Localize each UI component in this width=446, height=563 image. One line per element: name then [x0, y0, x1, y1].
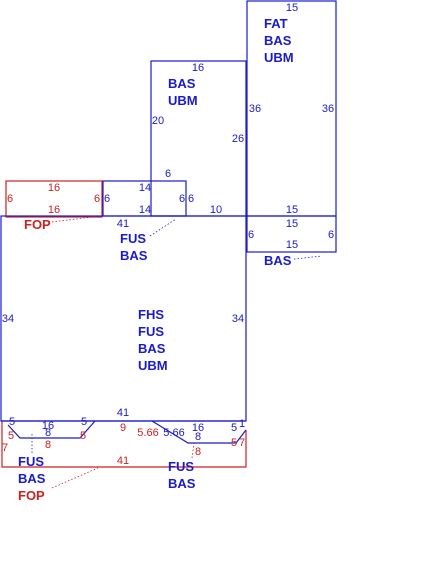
- small-dim-right: 6: [179, 193, 185, 205]
- lbay-d5a: 5: [9, 416, 15, 428]
- lower-left-label-1: FUS: [18, 454, 44, 469]
- lower-right-label-2: BAS: [168, 476, 196, 491]
- lbay-d9: 9: [120, 422, 126, 434]
- lbay-d16: 16: [42, 420, 54, 432]
- left-bay-outline: [7, 420, 96, 439]
- lower-right-leader: [191, 442, 195, 459]
- lbay-d5c: 5: [8, 430, 14, 442]
- small-dim-bottom: 14: [139, 204, 151, 216]
- main-dim-left: 34: [2, 313, 14, 325]
- lower-left-label-2: BAS: [18, 471, 46, 486]
- fus-bas-leader: [149, 218, 177, 237]
- front-porch-outline: [5, 180, 103, 218]
- small-dim-top: 14: [139, 182, 151, 194]
- lower-porch-outline: [1, 421, 247, 468]
- lower-left-label-3: FOP: [18, 488, 45, 503]
- upper-label-1: BAS: [168, 76, 196, 91]
- lbay-d8b: 8: [45, 439, 51, 451]
- main-dim-bottom: 41: [117, 407, 129, 419]
- fat-dim-left: 36: [249, 103, 261, 115]
- upper-label-2: UBM: [168, 93, 198, 108]
- fus-label-2: BAS: [120, 248, 148, 263]
- main-dim-right: 34: [232, 313, 244, 325]
- rbay-d8a: 8: [195, 431, 201, 443]
- main-label-4: UBM: [138, 358, 168, 373]
- lbay-d5d: 5: [80, 430, 86, 442]
- rbas-dim-right: 6: [328, 229, 334, 241]
- rbay-d7: 7: [239, 437, 245, 449]
- fop-dim-left: 6: [7, 193, 13, 205]
- small-dim-left: 6: [104, 193, 110, 205]
- fop-leader: [51, 216, 93, 223]
- fat-dim-bottom: 15: [286, 204, 298, 216]
- upper-dim-right: 26: [232, 133, 244, 145]
- rbas-dim-bottom: 15: [286, 239, 298, 251]
- main-label-2: FUS: [138, 324, 164, 339]
- fat-label-3: UBM: [264, 50, 294, 65]
- main-body-outline: [0, 215, 247, 422]
- fus-label-1: FUS: [120, 231, 146, 246]
- lower-right-label-1: FUS: [168, 459, 194, 474]
- right-bay-outline: [151, 420, 247, 444]
- rbay-d5b: 5: [231, 437, 237, 449]
- rbay-d566b: 5.66: [163, 427, 184, 439]
- fat-label-1: FAT: [264, 16, 288, 31]
- fat-dim-top: 15: [286, 2, 298, 14]
- fop-dim-right: 6: [94, 193, 100, 205]
- lbay-d5b: 5: [81, 416, 87, 428]
- upper-dim-step: 6: [165, 168, 171, 180]
- lbay-d8a: 8: [45, 427, 51, 439]
- lbay-d7: 7: [2, 442, 8, 454]
- rbay-d1: 1: [239, 418, 245, 430]
- fop-dim-top: 16: [48, 182, 60, 194]
- main-label-3: BAS: [138, 341, 166, 356]
- right-bas-outline: [246, 215, 337, 253]
- upper-dim-top: 16: [192, 62, 204, 74]
- rbay-d5a: 5: [231, 422, 237, 434]
- lower-fop-leader: [51, 467, 99, 489]
- rbay-d16: 16: [192, 422, 204, 434]
- rbay-d8b: 8: [195, 446, 201, 458]
- right-bas-leader: [293, 255, 323, 260]
- fop-dim-bottom: 16: [48, 204, 60, 216]
- fat-dim-right: 36: [322, 103, 334, 115]
- main-label-1: FHS: [138, 307, 164, 322]
- fat-label-2: BAS: [264, 33, 292, 48]
- rbas-dim-top: 15: [286, 218, 298, 230]
- fop-label: FOP: [24, 217, 51, 232]
- rbay-d566a: 5.66: [137, 427, 158, 439]
- upper-dim-step-right: 10: [210, 204, 222, 216]
- small-dim-right2: 6: [188, 193, 194, 205]
- lower-dim-bottom: 41: [117, 455, 129, 467]
- fus-dim-top: 41: [117, 218, 129, 230]
- upper-dim-left: 20: [152, 115, 164, 127]
- rbas-label: BAS: [264, 253, 292, 268]
- rbas-dim-left: 6: [248, 229, 254, 241]
